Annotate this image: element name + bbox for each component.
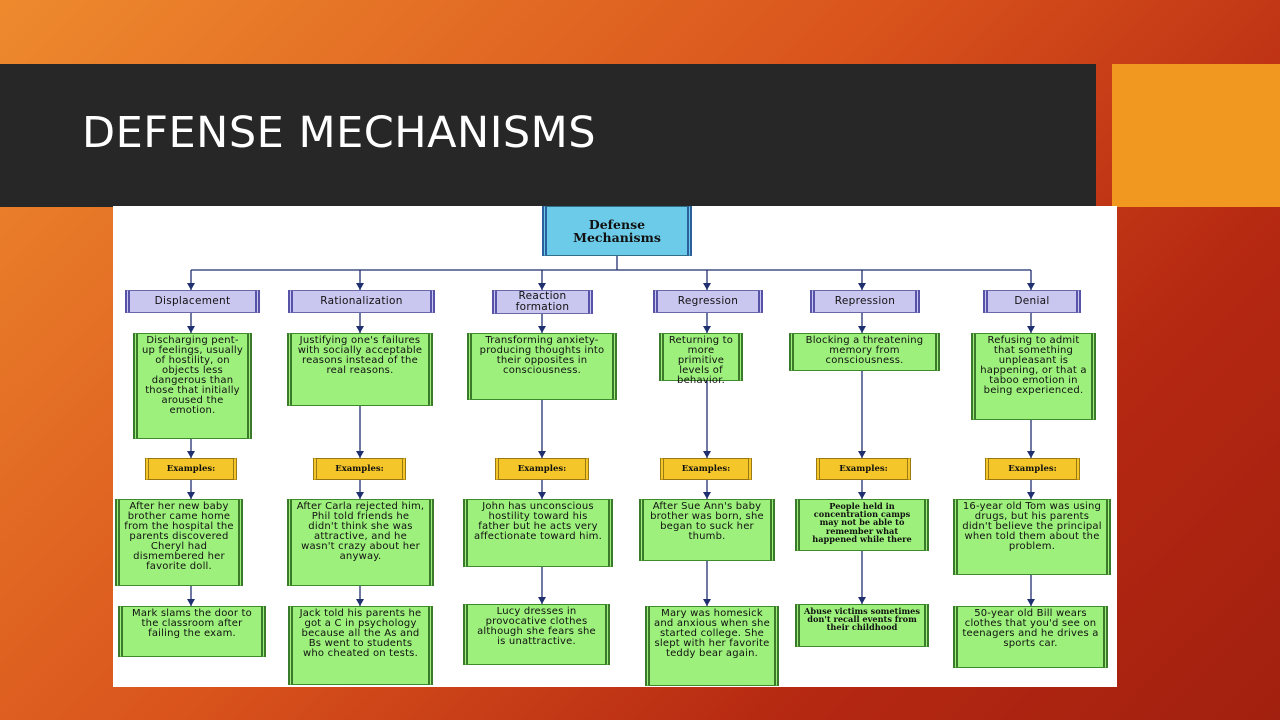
definition-box-reaction-formation: Transforming anxiety-producing thoughts … — [467, 333, 617, 400]
arrowhead-reaction-formation-heading — [538, 283, 546, 290]
arrowhead-regression-2 — [703, 492, 711, 499]
arrowhead-rationalization-2 — [356, 492, 364, 499]
example-box-repression-1: People held in concentration camps may n… — [795, 499, 929, 551]
examples-label-repression: Examples: — [816, 458, 911, 480]
arrowhead-regression-1 — [703, 451, 711, 458]
connector-lines — [187, 256, 1035, 606]
arrowhead-repression-0 — [858, 326, 866, 333]
example-box-displacement-2: Mark slams the door to the classroom aft… — [118, 606, 266, 657]
arrowhead-reaction-formation-2 — [538, 492, 546, 499]
arrowhead-denial-3 — [1027, 599, 1035, 606]
mechanism-heading-repression: Repression — [810, 290, 920, 313]
example-box-rationalization-2: Jack told his parents he got a C in psyc… — [288, 606, 433, 685]
arrowhead-reaction-formation-0 — [538, 326, 546, 333]
arrowhead-denial-heading — [1027, 283, 1035, 290]
mechanism-heading-reaction-formation: Reaction formation — [492, 290, 593, 314]
diagram-panel: Defense Mechanisms Displacement Discharg… — [113, 206, 1117, 687]
arrowhead-denial-2 — [1027, 492, 1035, 499]
example-box-reaction-formation-1: John has unconscious hostility toward hi… — [463, 499, 613, 567]
arrowhead-displacement-2 — [187, 492, 195, 499]
example-box-regression-2: Mary was homesick and anxious when she s… — [645, 606, 779, 686]
example-box-denial-2: 50-year old Bill wears clothes that you'… — [953, 606, 1108, 668]
definition-box-denial: Refusing to admit that something unpleas… — [971, 333, 1096, 420]
examples-label-reaction-formation: Examples: — [495, 458, 589, 480]
mechanism-heading-displacement: Displacement — [125, 290, 260, 313]
example-box-reaction-formation-2: Lucy dresses in provocative clothes alth… — [463, 604, 610, 665]
arrowhead-rationalization-3 — [356, 599, 364, 606]
title-bar — [0, 64, 1096, 207]
example-box-denial-1: 16-year old Tom was using drugs, but his… — [953, 499, 1111, 575]
arrowhead-repression-heading — [858, 283, 866, 290]
arrowhead-rationalization-0 — [356, 326, 364, 333]
mechanism-heading-rationalization: Rationalization — [288, 290, 435, 313]
definition-box-displacement: Discharging pent-up feelings, usually of… — [133, 333, 252, 439]
arrowhead-rationalization-heading — [356, 283, 364, 290]
arrowhead-reaction-formation-3 — [538, 597, 546, 604]
arrowhead-reaction-formation-1 — [538, 451, 546, 458]
arrowhead-repression-3 — [858, 597, 866, 604]
arrowhead-denial-0 — [1027, 326, 1035, 333]
mechanism-heading-regression: Regression — [653, 290, 763, 313]
mechanism-heading-denial: Denial — [983, 290, 1081, 313]
arrowhead-displacement-heading — [187, 283, 195, 290]
definition-box-regression: Returning to more primitive levels of be… — [659, 333, 743, 386]
arrowhead-regression-0 — [703, 326, 711, 333]
arrowhead-regression-3 — [703, 599, 711, 606]
examples-label-regression: Examples: — [660, 458, 752, 480]
arrowhead-rationalization-1 — [356, 451, 364, 458]
arrowhead-regression-heading — [703, 283, 711, 290]
arrowhead-displacement-3 — [187, 599, 195, 606]
examples-label-rationalization: Examples: — [313, 458, 406, 480]
example-box-rationalization-1: After Carla rejected him, Phil told frie… — [287, 499, 434, 586]
definition-box-repression: Blocking a threatening memory from consc… — [789, 333, 940, 371]
arrowhead-denial-1 — [1027, 451, 1035, 458]
arrowhead-repression-1 — [858, 451, 866, 458]
slide-title: DEFENSE MECHANISMS — [82, 108, 597, 158]
root-node: Defense Mechanisms — [542, 206, 692, 256]
definition-box-rationalization: Justifying one's failures with socially … — [287, 333, 433, 406]
example-box-displacement-1: After her new baby brother came home fro… — [115, 499, 243, 586]
examples-label-displacement: Examples: — [145, 458, 237, 480]
examples-label-denial: Examples: — [985, 458, 1080, 480]
arrowhead-repression-2 — [858, 492, 866, 499]
accent-square — [1112, 64, 1280, 207]
example-box-regression-1: After Sue Ann's baby brother was born, s… — [639, 499, 775, 561]
arrowhead-displacement-0 — [187, 326, 195, 333]
example-box-repression-2: Abuse victims sometimes don't recall eve… — [795, 604, 929, 647]
arrowhead-displacement-1 — [187, 451, 195, 458]
